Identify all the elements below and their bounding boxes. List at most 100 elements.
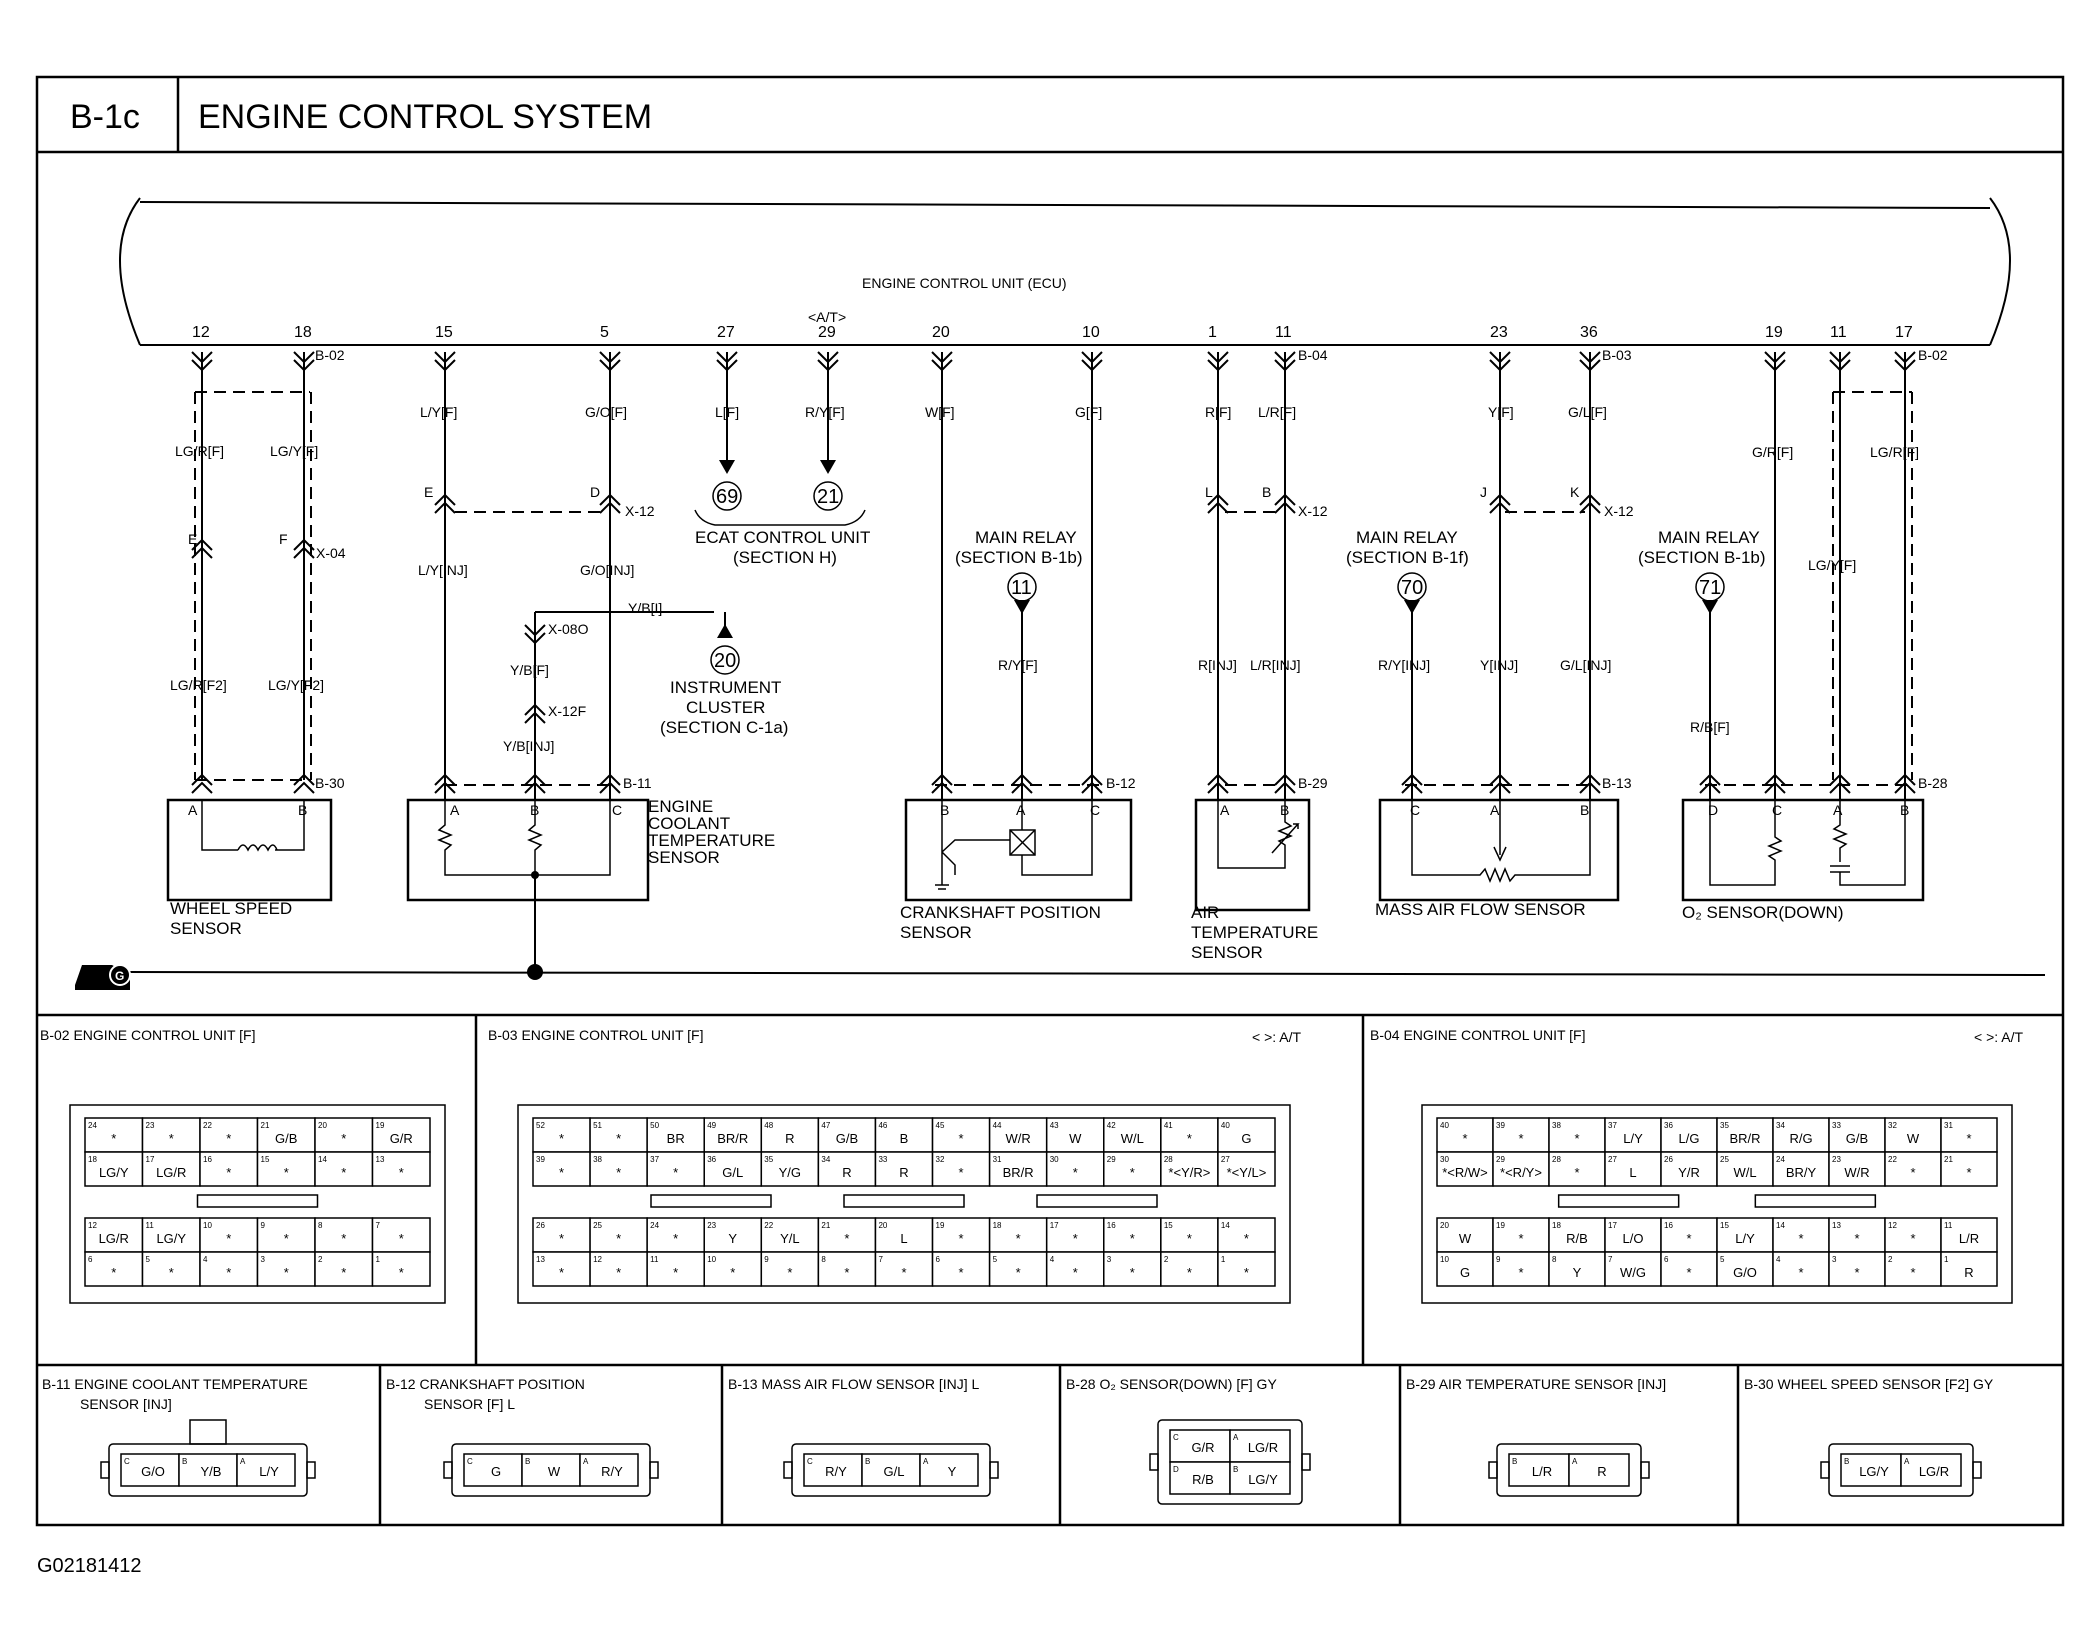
- cavity-number: 12: [593, 1255, 602, 1264]
- label-l45: G[F]: [1075, 404, 1102, 420]
- label-l42: CLUSTER: [686, 698, 765, 717]
- connector-subtitle: SENSOR [F] L: [424, 1396, 515, 1412]
- cavity-wire: R: [842, 1165, 851, 1180]
- cavity-number: 31: [1944, 1121, 1953, 1130]
- label-l78: B-13: [1602, 775, 1632, 791]
- cavity-number: 30: [1050, 1155, 1059, 1164]
- ref-circle-11: [1007, 572, 1037, 602]
- label-l68: Y[F]: [1488, 404, 1514, 420]
- cavity-number: 24: [88, 1121, 97, 1130]
- label-l88: R/B[F]: [1690, 719, 1730, 735]
- cavity-wire: *: [226, 1231, 231, 1246]
- label-l79: C: [1410, 802, 1420, 818]
- connector-cavity: [646, 1117, 705, 1153]
- cavity-letter: B: [865, 1457, 870, 1466]
- connector-cavity: [141, 1151, 201, 1187]
- ecu-pin-p1: 1: [1208, 324, 1217, 341]
- connector-housing: [69, 1104, 446, 1304]
- cavity-number: 9: [261, 1221, 266, 1230]
- cavity-number: 33: [878, 1155, 887, 1164]
- cavity-wire: *: [616, 1231, 621, 1246]
- ref-circle-number: 70: [1401, 577, 1423, 599]
- cavity-number: 20: [878, 1221, 887, 1230]
- cavity-number: 52: [536, 1121, 545, 1130]
- cavity-number: 39: [1496, 1121, 1505, 1130]
- connector-title: B-04 ENGINE CONTROL UNIT [F]: [1370, 1027, 1585, 1043]
- connector-cavity: [1772, 1151, 1830, 1187]
- connector-cavity: [236, 1453, 296, 1487]
- cavity-wire: G/L: [884, 1464, 905, 1479]
- ecu-pin-p15: 15: [435, 324, 453, 341]
- cavity-number: 17: [146, 1155, 155, 1164]
- cavity-wire: *: [1966, 1165, 1971, 1180]
- cavity-number: 21: [1944, 1155, 1953, 1164]
- cavity-number: 3: [1107, 1255, 1112, 1264]
- cavity-number: 51: [593, 1121, 602, 1130]
- connector-cavity: [84, 1117, 144, 1153]
- label-l63: A: [1220, 802, 1230, 818]
- label-l83: G/R[F]: [1752, 444, 1793, 460]
- svg-text:G: G: [115, 969, 124, 983]
- cavity-number: 35: [764, 1155, 773, 1164]
- cavity-number: 6: [88, 1255, 93, 1264]
- cavity-wire: *: [284, 1165, 289, 1180]
- cavity-number: 44: [993, 1121, 1002, 1130]
- connector-cavity: [1217, 1151, 1276, 1187]
- cavity-number: 18: [993, 1221, 1002, 1230]
- connector-note: < >: A/T: [1974, 1029, 2023, 1045]
- cavity-number: 7: [1608, 1255, 1613, 1264]
- cavity-wire: W: [1459, 1231, 1472, 1246]
- cavity-wire: Y/L: [780, 1231, 800, 1246]
- cavity-wire: *: [1244, 1231, 1249, 1246]
- cavity-number: 42: [1107, 1121, 1116, 1130]
- cavity-wire: G/B: [836, 1131, 858, 1146]
- cavity-number: 28: [1552, 1155, 1561, 1164]
- label-l36: SENSOR: [648, 848, 720, 867]
- cavity-number: 11: [146, 1221, 155, 1230]
- cavity-number: 50: [650, 1121, 659, 1130]
- connector-cavity: [1508, 1453, 1570, 1487]
- cavity-wire: LG/Y: [1859, 1464, 1889, 1479]
- cavity-wire: *: [1798, 1231, 1803, 1246]
- label-l3: B-03: [1602, 347, 1632, 363]
- ecu-pin-p10: 10: [1082, 324, 1100, 341]
- label-l73: MAIN RELAY: [1356, 528, 1458, 547]
- cavity-number: 13: [376, 1155, 385, 1164]
- cavity-number: 18: [88, 1155, 97, 1164]
- cavity-letter: B: [1512, 1457, 1517, 1466]
- label-l34: COOLANT: [648, 814, 730, 833]
- cavity-number: 4: [203, 1255, 208, 1264]
- label-l70: J: [1480, 484, 1487, 500]
- cavity-wire: *: [341, 1265, 346, 1280]
- coolant-sensor-box: [406, 798, 650, 902]
- cavity-number: 37: [1608, 1121, 1617, 1130]
- cavity-number: 2: [318, 1255, 323, 1264]
- ecu-outline: [119, 197, 2011, 346]
- cavity-number: 26: [1664, 1155, 1673, 1164]
- cavity-wire: *: [616, 1265, 621, 1280]
- label-l44: W[F]: [925, 404, 955, 420]
- cavity-wire: Y/R: [1678, 1165, 1700, 1180]
- cavity-wire: *: [959, 1131, 964, 1146]
- cavity-letter: A: [1233, 1433, 1239, 1442]
- cavity-number: 38: [1552, 1121, 1561, 1130]
- cavity-number: 40: [1440, 1121, 1449, 1130]
- sensor-boxes: [166, 798, 1925, 912]
- cavity-wire: L/Y: [1623, 1131, 1643, 1146]
- connector-cavity: [532, 1151, 591, 1187]
- connector-cavity: [1103, 1117, 1162, 1153]
- cavity-wire: G/L: [722, 1165, 743, 1180]
- ref-circle-number: 11: [1011, 577, 1032, 599]
- cavity-number: 8: [318, 1221, 323, 1230]
- connector-cavity: [371, 1117, 431, 1153]
- cavity-wire: *: [1016, 1265, 1021, 1280]
- connector-note: < >: A/T: [1252, 1029, 1301, 1045]
- connector-subtitle: SENSOR [INJ]: [80, 1396, 172, 1412]
- cavity-number: 32: [936, 1155, 945, 1164]
- cavity-number: 6: [936, 1255, 941, 1264]
- label-l69: G/L[F]: [1568, 404, 1607, 420]
- label-l66: TEMPERATURE: [1191, 923, 1318, 942]
- cavity-number: 28: [1164, 1155, 1173, 1164]
- connector-cavity: [1169, 1461, 1231, 1495]
